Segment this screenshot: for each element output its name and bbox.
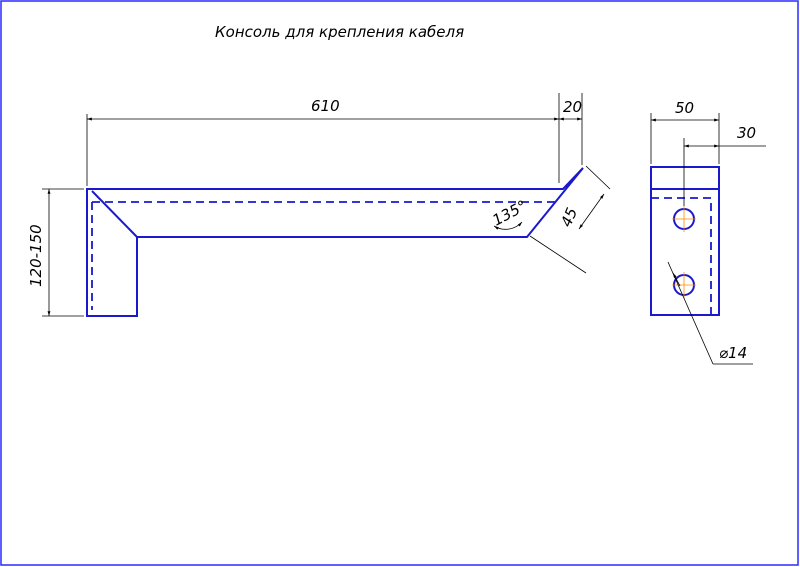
center-marks bbox=[672, 206, 696, 298]
dim-height-120-150: 120-150 bbox=[27, 224, 45, 287]
drawing-title: Консоль для крепления кабеля bbox=[215, 23, 464, 41]
dim-tip-20: 20 bbox=[563, 98, 582, 116]
dim-plate-width-50: 50 bbox=[675, 99, 694, 117]
dimension-lines bbox=[42, 93, 766, 365]
dim-length-610: 610 bbox=[311, 97, 340, 115]
bracket-front-view bbox=[86, 167, 584, 317]
bracket-side-view bbox=[650, 166, 720, 316]
dim-hole-offset-30: 30 bbox=[737, 124, 756, 142]
dim-hole-diameter: ⌀14 bbox=[719, 344, 747, 362]
dim-tip-edge-45: 45 bbox=[557, 205, 581, 230]
